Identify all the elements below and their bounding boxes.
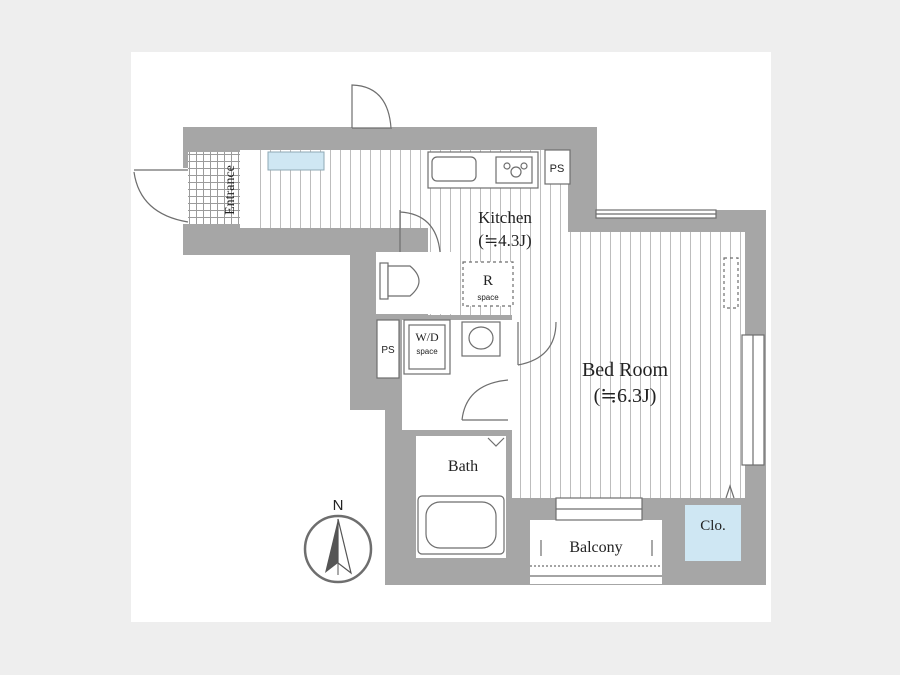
label-ps-top: PS xyxy=(550,163,565,175)
compass: N xyxy=(303,497,373,584)
fixtures xyxy=(376,149,739,556)
kitchen-sink xyxy=(431,156,477,182)
label-washer: W/D xyxy=(415,330,439,344)
label-closet: Clo. xyxy=(700,518,725,534)
shoe-box xyxy=(267,151,325,171)
openings xyxy=(133,84,765,577)
label-fridge: R xyxy=(483,273,493,289)
entrance-tile-floor xyxy=(188,152,240,224)
balcony-floor xyxy=(530,520,662,584)
toilet-bowl xyxy=(387,265,420,297)
bedroom-floor xyxy=(512,232,745,498)
compass-needle xyxy=(325,519,338,573)
label-bedroom: Bed Room xyxy=(582,359,669,381)
toilet-tank xyxy=(379,262,389,300)
label-balcony: Balcony xyxy=(569,539,622,556)
closet-floor xyxy=(685,505,741,561)
label-ps-left: PS xyxy=(381,345,395,356)
entrance-landing xyxy=(240,150,260,228)
label-bath: Bath xyxy=(448,458,478,475)
washbasin xyxy=(461,321,501,357)
label-washer-sub: space xyxy=(416,347,438,356)
label-kitchen-area: (≒4.3J) xyxy=(478,231,531,250)
ps-box-left xyxy=(376,319,400,379)
compass-north-label: N xyxy=(333,497,344,514)
label-fridge-sub: space xyxy=(477,293,499,302)
label-kitchen: Kitchen xyxy=(478,208,532,227)
label-entrance: Entrance xyxy=(223,165,238,215)
label-bedroom-area: (≒6.3J) xyxy=(594,385,657,407)
kitchen-stove xyxy=(495,156,533,184)
ps-box-top xyxy=(544,149,571,185)
fridge-space xyxy=(462,261,514,307)
